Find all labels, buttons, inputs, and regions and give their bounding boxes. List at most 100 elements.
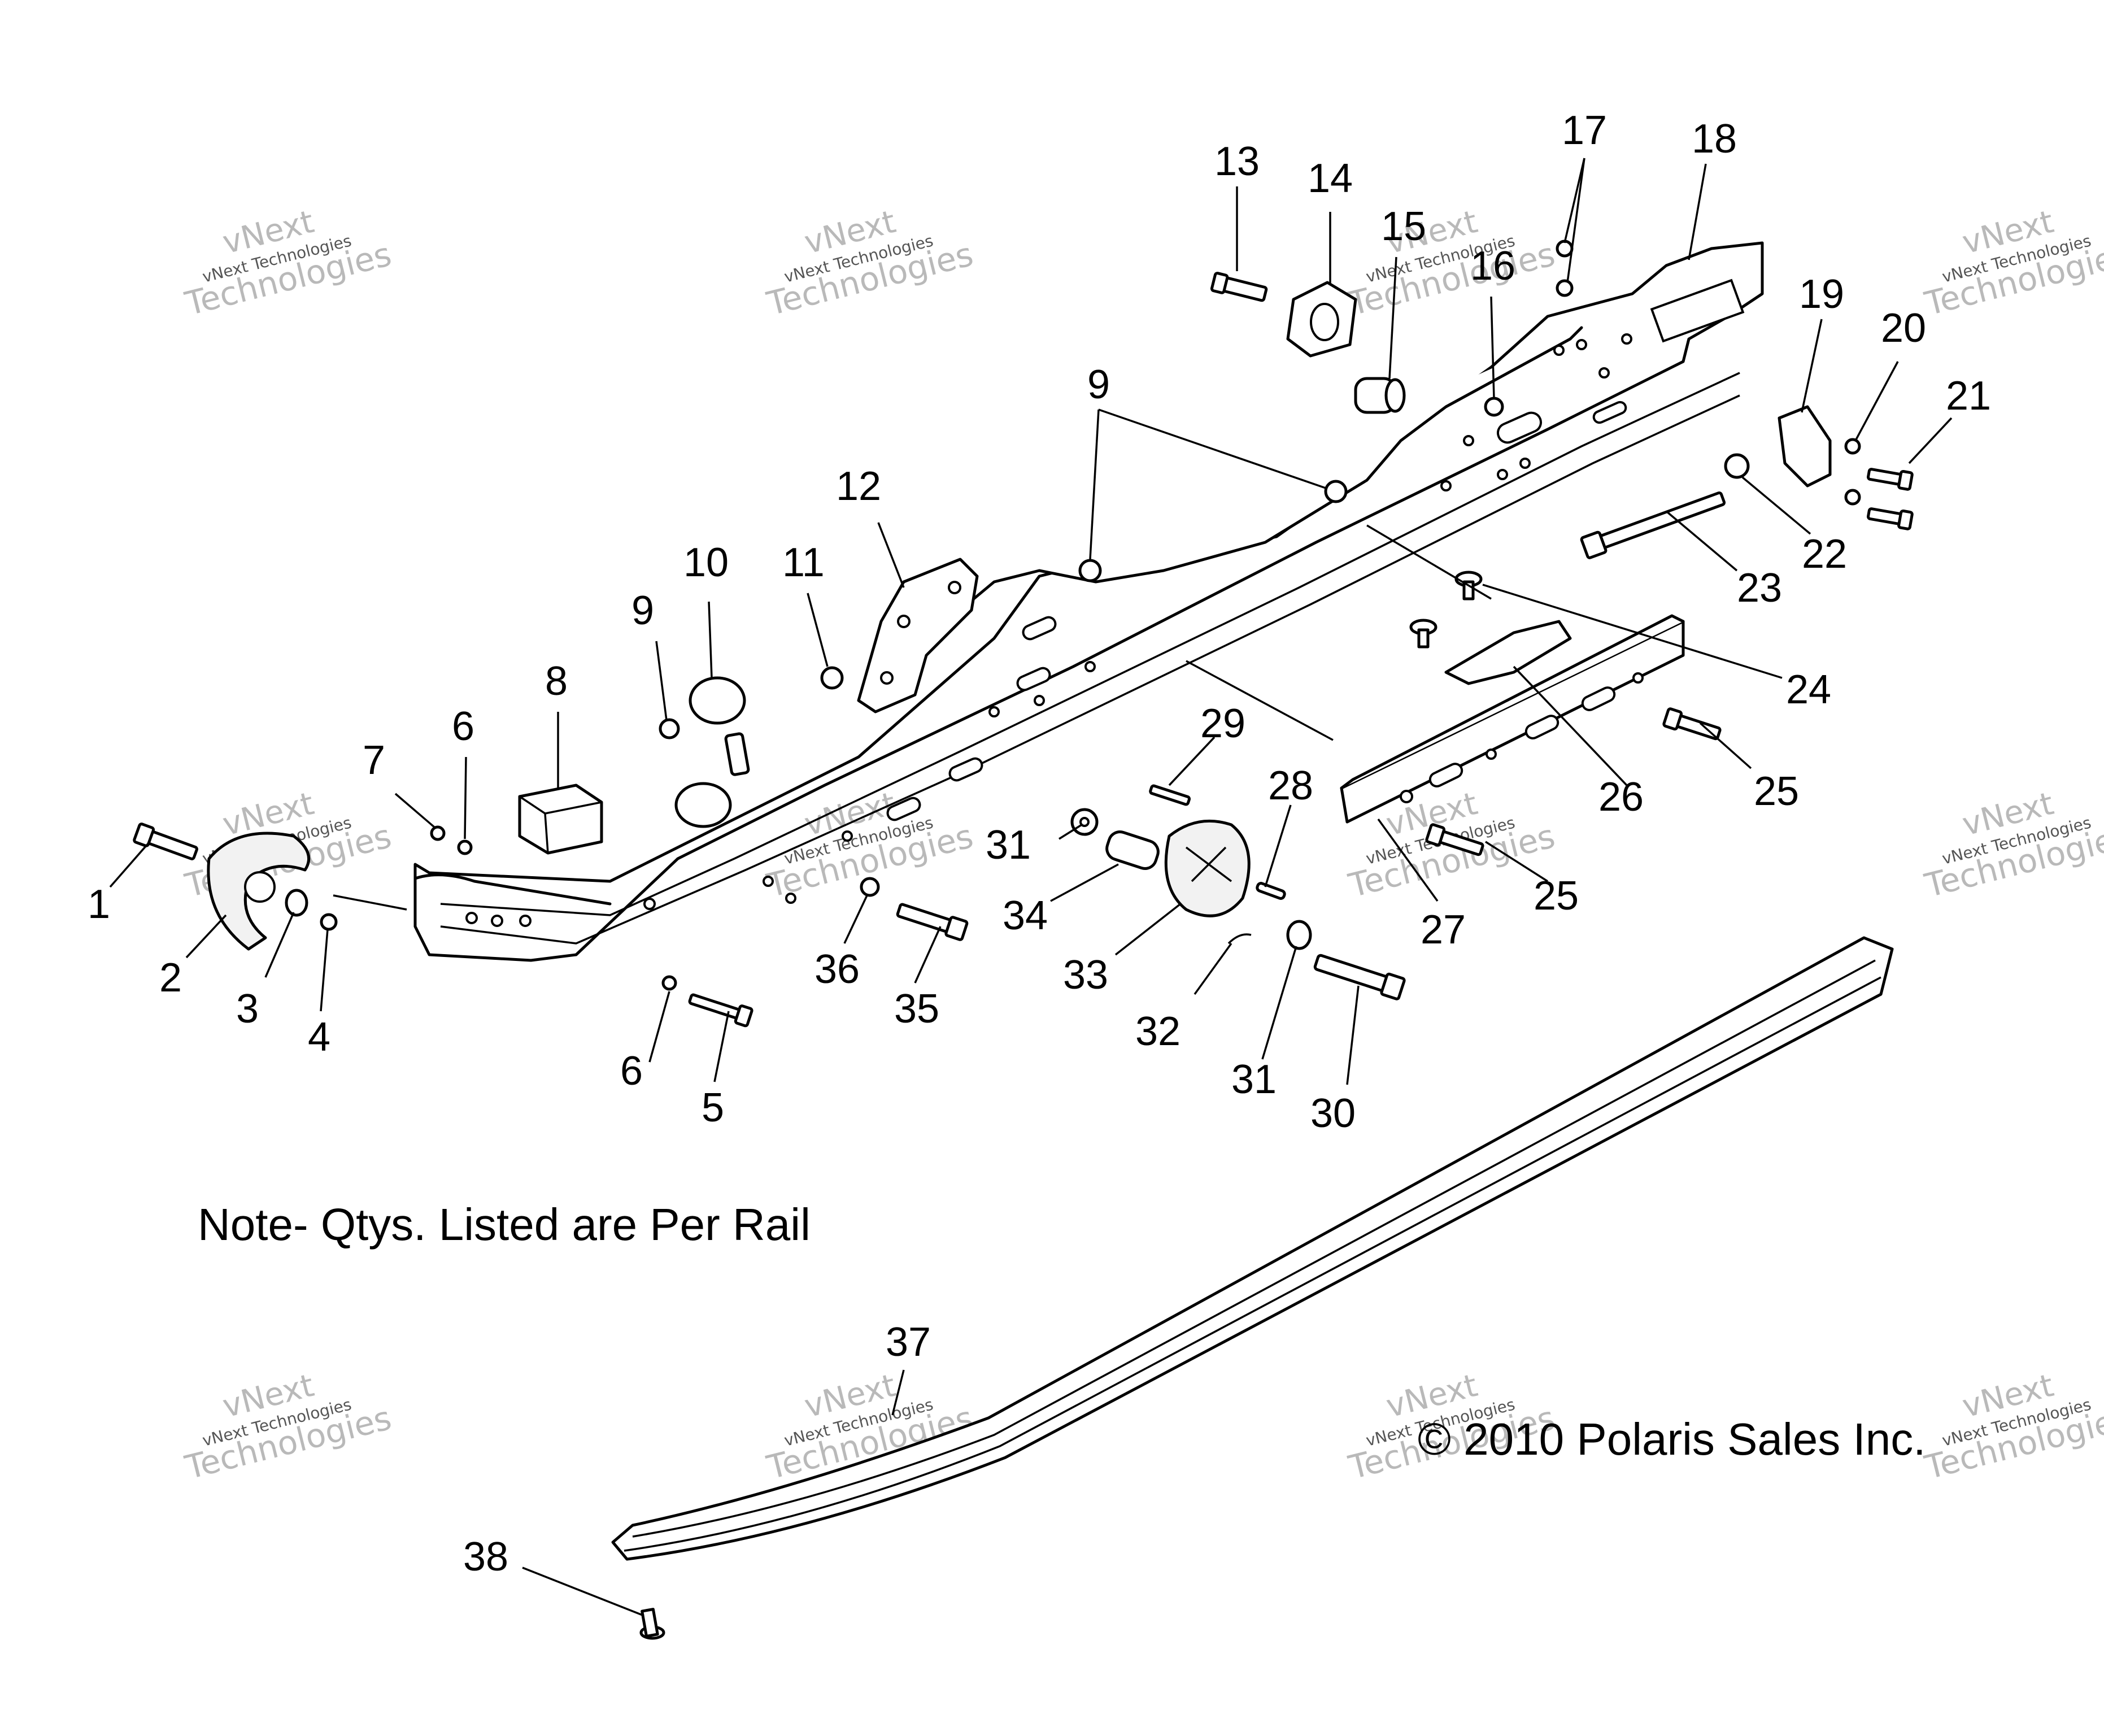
qty-note: Note- Qtys. Listed are Per Rail <box>198 1199 811 1250</box>
part-nut-11 <box>820 666 844 690</box>
callout-17: 17 <box>1562 108 1607 153</box>
callout-labels: 1 2 3 4 5 6 6 7 8 9 9 10 11 12 13 14 15 … <box>88 108 1991 1580</box>
part-bolt-35 <box>896 903 969 941</box>
part-bracket-19 <box>1778 405 1832 488</box>
watermark: vNext vNext Technologies Technologies <box>1920 785 2104 905</box>
part-mount-33 <box>1164 819 1251 917</box>
part-clamp-10 <box>674 676 750 828</box>
part-bumper-2 <box>207 832 311 951</box>
rail-front-curl <box>413 873 612 906</box>
callout-32: 32 <box>1135 1009 1180 1054</box>
watermark: vNext vNext Technologies Technologies <box>763 203 977 323</box>
part-nut-17 <box>1556 279 1574 297</box>
callout-21: 21 <box>1946 373 1991 419</box>
part-block-8 <box>518 784 603 855</box>
rail-frame <box>413 241 1764 962</box>
part-bolt-23 <box>1580 491 1726 559</box>
part-bracket-12-hole <box>897 615 911 628</box>
part-nut-7 <box>430 825 446 841</box>
callout-34: 34 <box>1003 893 1048 938</box>
part-washer-3 <box>285 889 308 917</box>
callout-9: 9 <box>1087 362 1110 407</box>
callout-19: 19 <box>1799 272 1844 317</box>
callout-24: 24 <box>1786 667 1831 712</box>
callout-14: 14 <box>1308 156 1353 201</box>
callout-8: 8 <box>545 659 568 704</box>
callout-22: 22 <box>1802 532 1847 577</box>
watermark: vNext vNext Technologies Technologies <box>1344 203 1558 323</box>
part-spacer-34 <box>1105 830 1160 870</box>
callout-38: 38 <box>463 1534 508 1580</box>
callout-12: 12 <box>836 464 881 509</box>
callout-35: 35 <box>894 986 939 1032</box>
callout-28: 28 <box>1268 763 1313 808</box>
callout-23: 23 <box>1737 565 1782 611</box>
copyright-notice: © 2010 Polaris Sales Inc. <box>1418 1414 1926 1464</box>
watermark: vNext vNext Technologies Technologies <box>181 203 395 323</box>
callout-33: 33 <box>1063 952 1108 998</box>
callout-13: 13 <box>1214 139 1260 184</box>
part-pin-28 <box>1256 882 1286 900</box>
part-nut-9 <box>1324 480 1348 503</box>
part-rivet-38 <box>639 1608 665 1640</box>
part-slide-37 <box>611 936 1894 1561</box>
part-nut-9 <box>659 718 680 739</box>
part-bracket-26 <box>1409 619 1572 685</box>
part-nut-4 <box>320 913 338 931</box>
callout-15: 15 <box>1381 204 1426 249</box>
watermark: vNext vNext Technologies Technologies <box>1920 203 2104 323</box>
part-bracket-12-hole <box>948 581 961 594</box>
callout-6: 6 <box>452 704 474 749</box>
part-washer-20 <box>1844 489 1861 506</box>
leader-lines <box>109 158 1953 1617</box>
watermark: vNext vNext Technologies Technologies <box>181 1367 395 1487</box>
callout-3: 3 <box>236 986 259 1032</box>
part-bolt-21 <box>1867 507 1914 530</box>
callout-16: 16 <box>1470 243 1515 289</box>
part-washer-20 <box>1844 438 1861 455</box>
part-bolt-5 <box>688 993 753 1028</box>
part-nut-17 <box>1556 240 1574 258</box>
callout-1: 1 <box>88 882 110 927</box>
watermark: vNext vNext Technologies Technologies <box>1920 1367 2104 1487</box>
callout-5: 5 <box>702 1085 724 1130</box>
part-bracket-12-hole <box>880 671 894 685</box>
callout-26: 26 <box>1598 775 1644 820</box>
callout-2: 2 <box>159 955 182 1000</box>
part-nut-36 <box>860 877 880 897</box>
part-bushing-15 <box>1354 377 1406 414</box>
part-washer-6 <box>457 839 473 855</box>
callout-31: 31 <box>986 823 1031 868</box>
part-bolt-21 <box>1867 468 1914 491</box>
callout-10: 10 <box>683 540 729 585</box>
parts <box>133 240 1914 1640</box>
callout-20: 20 <box>1881 306 1926 351</box>
part-bolt-25 <box>1425 823 1484 856</box>
part-washer-6 <box>661 975 677 991</box>
part-nut-22 <box>1724 453 1750 479</box>
callout-25: 25 <box>1534 873 1579 919</box>
callout-4: 4 <box>308 1015 330 1060</box>
callout-7: 7 <box>363 738 385 783</box>
part-bolt-30 <box>1313 954 1406 1000</box>
part-bolt-25 <box>1662 707 1722 741</box>
part-cotter-32 <box>1227 933 1252 945</box>
callout-37: 37 <box>886 1320 931 1365</box>
callout-9: 9 <box>631 588 654 633</box>
part-washer-31 <box>1286 920 1312 950</box>
callout-18: 18 <box>1692 116 1737 162</box>
callout-29: 29 <box>1200 701 1245 746</box>
part-bolt-13 <box>1210 272 1268 302</box>
part-bushing-14 <box>1286 281 1357 358</box>
rail-holes <box>465 279 1745 927</box>
part-nut-9 <box>1078 559 1102 582</box>
rail-inner-edge <box>440 372 1740 916</box>
callout-25: 25 <box>1754 769 1799 814</box>
part-bumper-2-hole <box>244 871 276 903</box>
callout-6: 6 <box>620 1048 643 1094</box>
callout-36: 36 <box>814 947 860 992</box>
part-bolt-1 <box>133 823 198 860</box>
part-bolt-29 <box>1149 784 1191 806</box>
callout-31: 31 <box>1231 1057 1277 1102</box>
